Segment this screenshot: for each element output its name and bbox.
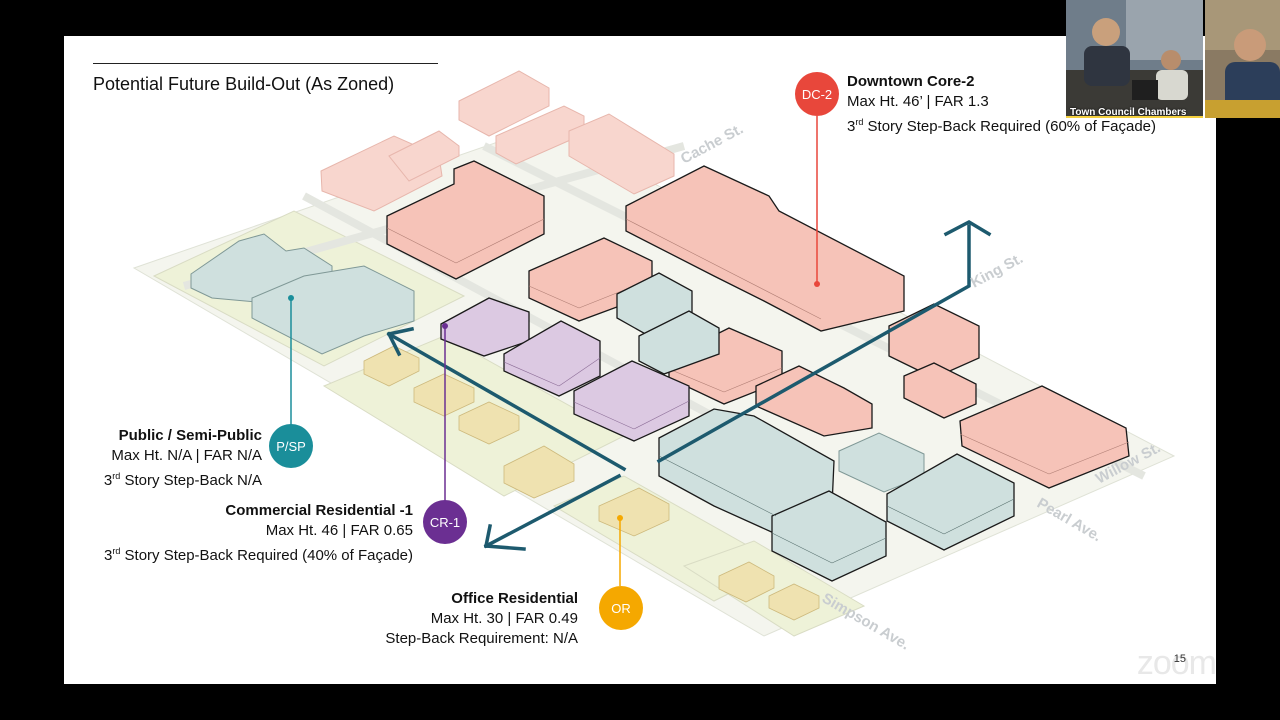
or-zone-badge: OR bbox=[599, 586, 643, 630]
street-label-king: King St. bbox=[968, 250, 1026, 292]
or-zone-stepback: Step-Back Requirement: N/A bbox=[385, 630, 578, 647]
title-rule bbox=[93, 63, 438, 64]
page-number: 15 bbox=[1173, 653, 1186, 665]
or-zone-height-far: Max Ht. 30 | FAR 0.49 bbox=[430, 610, 578, 627]
residential-houses bbox=[363, 345, 820, 621]
downtown-floor-lines bbox=[386, 218, 1130, 475]
cr1-floor-lines bbox=[503, 357, 690, 430]
street-label-simpson: Simpson Ave. bbox=[819, 590, 912, 654]
video-tile-participant[interactable] bbox=[1205, 0, 1280, 118]
presentation-slide: Potential Future Build-Out (As Zoned) bbox=[64, 36, 1216, 684]
active-speaker-indicator bbox=[1066, 116, 1203, 118]
cr1-zone-name: Commercial Residential -1 bbox=[225, 502, 413, 519]
or-zone-name: Office Residential bbox=[451, 590, 578, 607]
cr1-leader-dot bbox=[442, 323, 448, 329]
public-buildings bbox=[190, 233, 925, 493]
or-zone-label: Office Residential Max Ht. 30 | FAR 0.49… bbox=[385, 589, 578, 649]
video-tile-label: Town Council Chambers bbox=[1070, 107, 1187, 118]
dc2-zone-name: Downtown Core-2 bbox=[847, 73, 975, 90]
direction-arrows bbox=[386, 219, 992, 551]
video-participant-strip[interactable]: Town Council Chambers bbox=[1066, 0, 1280, 118]
slide-title: Potential Future Build-Out (As Zoned) bbox=[93, 74, 395, 94]
psp-zone-badge: P/SP bbox=[269, 424, 313, 468]
psp-zone-name: Public / Semi-Public bbox=[118, 427, 262, 444]
psp-zone-height-far: Max Ht. N/A | FAR N/A bbox=[111, 447, 262, 464]
camera-feed-image bbox=[1205, 0, 1280, 118]
dc2-leader-dot bbox=[814, 281, 820, 287]
cr1-zone-stepback: 3rd Story Step-Back Required (40% of Faç… bbox=[104, 546, 413, 564]
public-buildings-outlined bbox=[616, 272, 1015, 582]
cr1-zone-badge: CR-1 bbox=[423, 500, 467, 544]
zoning-axonometric-map: Cache St. King St. Willow St. Pearl Ave.… bbox=[132, 70, 1176, 654]
public-floor-lines bbox=[658, 455, 1015, 564]
zoom-watermark: zoom bbox=[1136, 644, 1216, 682]
psp-zone-stepback: 3rd Story Step-Back N/A bbox=[103, 471, 262, 489]
cr1-zone-label: Commercial Residential -1 Max Ht. 46 | F… bbox=[104, 501, 413, 566]
dc2-zone-stepback: 3rd Story Step-Back Required (60% of Faç… bbox=[847, 117, 1156, 135]
psp-leader-dot bbox=[288, 295, 294, 301]
dc2-zone-badge: DC-2 bbox=[795, 72, 839, 116]
camera-feed-image bbox=[1066, 0, 1203, 118]
dc2-zone-label: Downtown Core-2 Max Ht. 46’ | FAR 1.3 3r… bbox=[847, 72, 1156, 137]
dc2-zone-height-far: Max Ht. 46’ | FAR 1.3 bbox=[847, 93, 989, 110]
psp-zone-label: Public / Semi-Public Max Ht. N/A | FAR N… bbox=[104, 426, 262, 491]
cr1-buildings bbox=[440, 297, 690, 442]
downtown-buildings-faded bbox=[320, 70, 675, 212]
or-leader-dot bbox=[617, 515, 623, 521]
cr1-zone-height-far: Max Ht. 46 | FAR 0.65 bbox=[265, 522, 413, 539]
street-label-cache: Cache St. bbox=[678, 120, 746, 167]
video-tile-council-chambers[interactable]: Town Council Chambers bbox=[1066, 0, 1203, 118]
downtown-core-buildings bbox=[386, 160, 1130, 489]
